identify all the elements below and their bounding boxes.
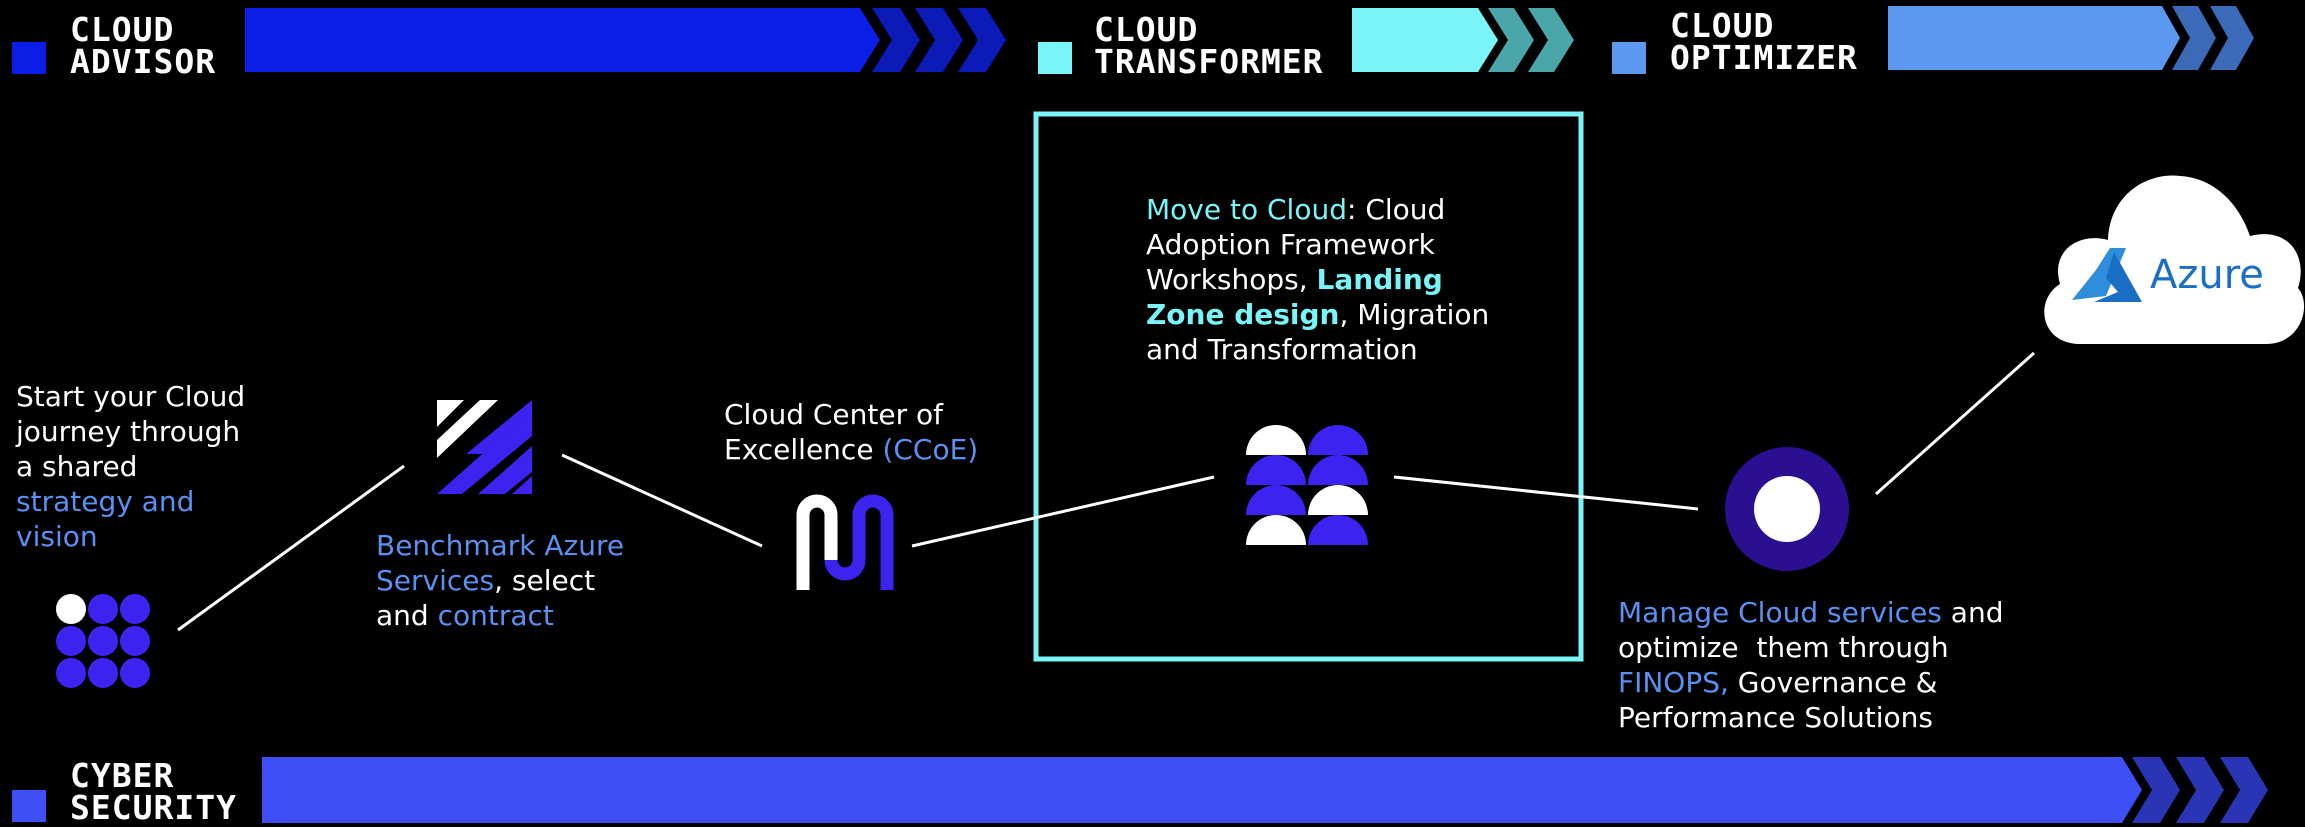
half-circles-icon [1246, 425, 1368, 545]
text-span: Manage Cloud services [1618, 596, 1942, 629]
text-line: journey through [16, 415, 241, 448]
text-span: Excellence [724, 433, 883, 466]
stage-title-line: ADVISOR [70, 42, 217, 81]
text-line: strategy and [16, 485, 195, 518]
stage-title-security: CYBER SECURITY [70, 756, 237, 827]
text-span: and [376, 599, 438, 632]
stage-title-line: CLOUD [1670, 6, 1775, 45]
stage-title-line: OPTIMIZER [1670, 38, 1858, 77]
optimizer-legend-square [1612, 42, 1646, 74]
text-line: optimize them through [1618, 631, 1949, 664]
text-span: (CCoE) [882, 433, 979, 466]
azure-label: Azure [2150, 252, 2264, 298]
text-span: Move to Cloud [1146, 193, 1347, 226]
text-line: Performance Solutions [1618, 701, 1933, 734]
text-span: Zone design [1146, 298, 1340, 331]
advisor-chevron-2 [915, 8, 963, 72]
stage-title-advisor: CLOUD ADVISOR [70, 10, 217, 81]
text-span: , Migration [1339, 298, 1490, 331]
text-span: , select [494, 564, 596, 597]
optimizer-chevron-1 [2172, 6, 2216, 70]
step-ccoe-text: Cloud Center of Excellence (CCoE) [724, 397, 978, 467]
azure-logo-icon [2072, 248, 2142, 302]
text-span: Governance & [1728, 666, 1938, 699]
step-manage-text: Manage Cloud services and optimize them … [1618, 595, 2003, 735]
ring-icon [1725, 447, 1849, 571]
text-span: Workshops, [1146, 263, 1317, 296]
stage-title-line: CYBER [70, 756, 175, 795]
text-line: Services, select [376, 563, 624, 598]
stage-title-line: SECURITY [70, 788, 237, 827]
advisor-chevron-3 [958, 8, 1006, 72]
text-line: a shared [16, 450, 138, 483]
advisor-legend-square [12, 42, 46, 74]
text-line: Cloud Center of [724, 398, 944, 431]
transformer-arrow-bar [1352, 8, 1498, 72]
text-line: vision [16, 520, 98, 553]
text-span: contract [437, 599, 554, 632]
text-line: Benchmark Azure [376, 529, 625, 562]
text-line: and Transformation [1146, 333, 1418, 366]
text-line: and contract [376, 598, 624, 633]
optimizer-arrow-bar [1888, 6, 2180, 70]
stage-title-optimizer: CLOUD OPTIMIZER [1670, 6, 1858, 77]
text-line: FINOPS, Governance & [1618, 665, 2003, 700]
transformer-chevron-1 [1488, 8, 1534, 72]
advisor-arrow-bar [245, 8, 880, 72]
text-line: Zone design, Migration [1146, 297, 1489, 332]
text-span: : Cloud [1346, 193, 1446, 226]
security-legend-square [12, 790, 46, 822]
step-start-text: Start your Cloud journey through a share… [16, 379, 245, 554]
connector-line [561, 453, 763, 548]
stage-title-transformer: CLOUD TRANSFORMER [1094, 10, 1324, 81]
connector-line [177, 464, 405, 632]
text-line: Move to Cloud: Cloud [1146, 192, 1489, 227]
text-span: Landing [1316, 263, 1443, 296]
security-arrow-bar [262, 757, 2142, 823]
security-chevron-3 [2220, 757, 2268, 823]
transformer-highlight-box [1033, 111, 1584, 662]
text-line: Start your Cloud [16, 380, 246, 413]
security-chevron-2 [2176, 757, 2224, 823]
dot-grid-icon [56, 594, 150, 688]
security-chevron-1 [2132, 757, 2180, 823]
azure-cloud [2044, 175, 2305, 344]
connector-line [1393, 475, 1699, 511]
stage-title-line: CLOUD [70, 10, 175, 49]
text-line: Manage Cloud services and [1618, 595, 2003, 630]
text-span: Services [376, 564, 495, 597]
optimizer-chevron-2 [2210, 6, 2254, 70]
step-move-text: Move to Cloud: Cloud Adoption Framework … [1146, 192, 1489, 367]
connector-line [1875, 351, 2035, 496]
stage-title-line: TRANSFORMER [1094, 42, 1324, 81]
transformer-chevron-2 [1528, 8, 1574, 72]
wave-m-icon [796, 494, 894, 590]
text-span: FINOPS, [1618, 666, 1729, 699]
connector-line [911, 475, 1215, 548]
advisor-chevron-1 [872, 8, 920, 72]
text-line: Adoption Framework [1146, 228, 1435, 261]
text-span: and [1941, 596, 2004, 629]
step-benchmark-text: Benchmark Azure Services, select and con… [376, 528, 624, 633]
text-line: Workshops, Landing [1146, 262, 1489, 297]
transformer-legend-square [1038, 42, 1072, 74]
text-line: Excellence (CCoE) [724, 432, 978, 467]
striped-square-icon [437, 400, 532, 494]
stage-title-line: CLOUD [1094, 10, 1199, 49]
